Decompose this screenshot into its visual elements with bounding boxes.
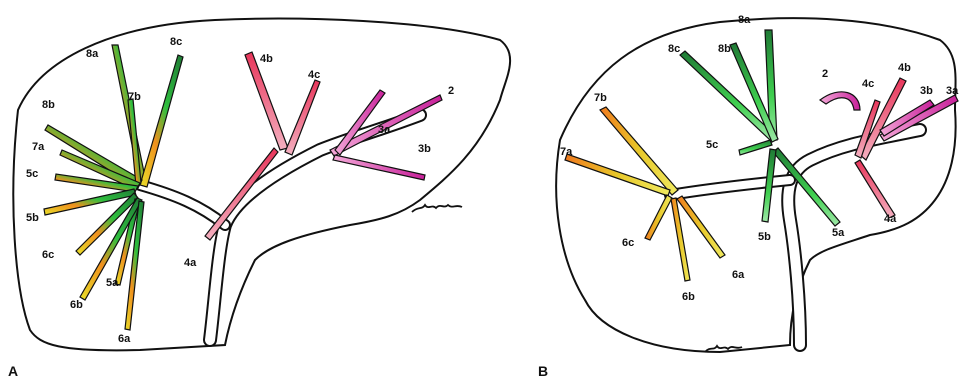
label-a-6a: 6a — [118, 333, 131, 345]
signature-a — [412, 205, 462, 212]
label-b-2: 2 — [822, 68, 828, 80]
panel-a: 8a 8c 4b 4c 2 8b 7b 7a 5c 3a 3b 5b 6c 4a… — [8, 19, 510, 379]
label-b-3b: 3b — [920, 85, 933, 97]
label-a-5a: 5a — [106, 277, 119, 289]
panel-b: 8a 8c 8b 7b 2 4c 4b 3b 3a 7a 5c 6c 5b 5a… — [538, 14, 959, 379]
label-b-3a: 3a — [946, 85, 959, 97]
label-b-6c: 6c — [622, 237, 634, 249]
label-a-4c: 4c — [308, 69, 320, 81]
panel-label-a: A — [8, 363, 18, 379]
label-a-7a: 7a — [32, 141, 45, 153]
label-a-2: 2 — [448, 85, 454, 97]
label-b-6a: 6a — [732, 269, 745, 281]
label-b-4c: 4c — [862, 78, 874, 90]
label-b-5c: 5c — [706, 139, 718, 151]
label-b-5b: 5b — [758, 231, 771, 243]
label-a-8c: 8c — [170, 36, 182, 48]
panel-label-b: B — [538, 363, 548, 379]
label-b-4b: 4b — [898, 62, 911, 74]
label-a-4b: 4b — [260, 53, 273, 65]
label-a-5b: 5b — [26, 212, 39, 224]
label-a-4a: 4a — [184, 257, 197, 269]
label-b-8a: 8a — [738, 14, 751, 26]
label-b-5a: 5a — [832, 227, 845, 239]
label-a-3b: 3b — [418, 143, 431, 155]
label-a-6b: 6b — [70, 299, 83, 311]
label-b-7a: 7a — [560, 146, 573, 158]
label-b-4a: 4a — [884, 213, 897, 225]
label-b-8c: 8c — [668, 43, 680, 55]
label-b-6b: 6b — [682, 291, 695, 303]
label-a-6c: 6c — [42, 249, 54, 261]
label-a-5c: 5c — [26, 168, 38, 180]
label-b-7b: 7b — [594, 92, 607, 104]
label-b-8b: 8b — [718, 43, 731, 55]
label-a-3a: 3a — [378, 124, 391, 136]
label-a-8b: 8b — [42, 99, 55, 111]
label-a-8a: 8a — [86, 48, 99, 60]
label-a-7b: 7b — [128, 91, 141, 103]
